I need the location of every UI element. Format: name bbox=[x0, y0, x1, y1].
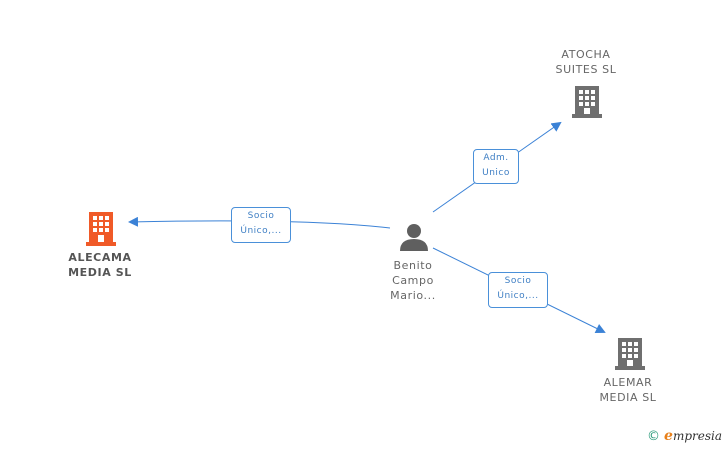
brand-logo[interactable]: empresia bbox=[664, 428, 722, 444]
edge-label-to-alemar[interactable]: Socio Único,... bbox=[488, 272, 548, 308]
building-icon[interactable] bbox=[572, 84, 602, 118]
copyright-icon: © bbox=[647, 428, 661, 444]
building-icon[interactable] bbox=[615, 336, 645, 370]
edge-label-to-atocha[interactable]: Adm. Unico bbox=[473, 149, 519, 184]
node-label-focus: ALECAMA MEDIA SL bbox=[68, 251, 132, 279]
node-label-atocha: ATOCHA SUITES SL bbox=[555, 48, 617, 76]
person-icon[interactable] bbox=[399, 223, 429, 251]
edge-label-to-focus[interactable]: Socio Único,... bbox=[231, 207, 291, 243]
footer-brand: © empresia bbox=[647, 428, 722, 444]
node-label-person: Benito Campo Mario... bbox=[390, 259, 436, 302]
building-icon[interactable] bbox=[86, 210, 116, 246]
node-label-alemar: ALEMAR MEDIA SL bbox=[599, 376, 657, 404]
